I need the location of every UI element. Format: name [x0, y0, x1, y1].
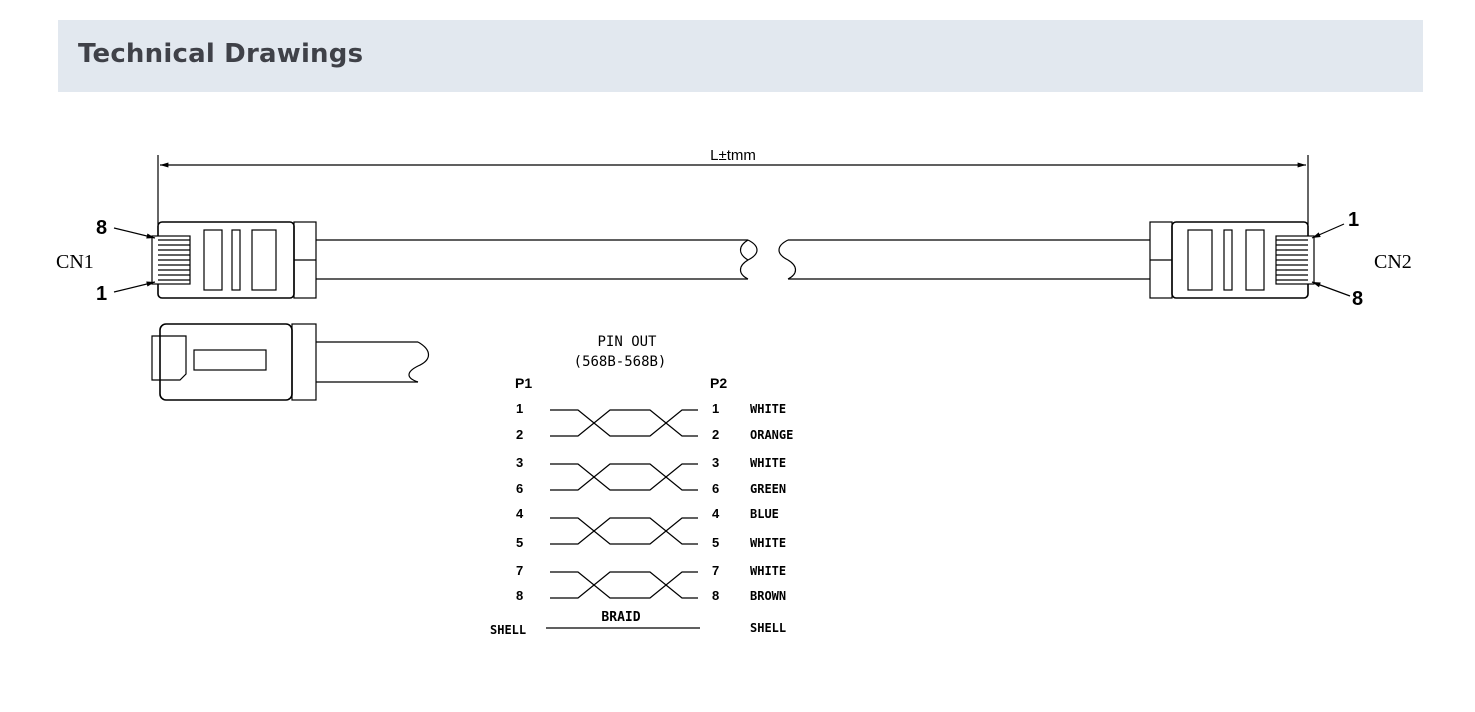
cn2-label: CN2 [1374, 251, 1412, 273]
braid-label: BRAID [601, 610, 640, 625]
p2-pin: 7 [712, 563, 719, 578]
p2-pin: 4 [712, 506, 720, 521]
pinout-row: 3 3 WHITE [516, 455, 786, 470]
p2-label: P2 [710, 375, 727, 391]
p1-pin: 4 [516, 506, 524, 521]
cn1-label: CN1 [56, 251, 94, 273]
p1-label: P1 [515, 375, 532, 391]
pinout-title: PIN OUT [597, 334, 657, 350]
wire-pair-4 [550, 571, 698, 599]
wire-color: BROWN [750, 589, 786, 603]
connector-cn1: 8 1 CN1 [56, 217, 758, 305]
wire-pair-3 [550, 517, 698, 545]
wire-color: ORANGE [750, 428, 793, 442]
p1-pin: 8 [516, 588, 523, 603]
pinout-subtitle: (568B-568B) [574, 354, 667, 370]
wire-color: BLUE [750, 507, 779, 521]
pinout-row: 8 8 BROWN [516, 588, 786, 603]
connector-cn2: 1 8 CN2 [778, 209, 1412, 310]
p1-pin: 1 [516, 401, 523, 416]
p1-pin: 6 [516, 481, 523, 496]
wire-pair-1 [550, 409, 698, 437]
pinout-diagram: PIN OUT (568B-568B) P1 P2 1 1 WHITE [490, 334, 793, 637]
cn2-contacts [1275, 235, 1315, 285]
cn2-pin-top-label: 1 [1348, 209, 1359, 231]
pinout-row: 1 1 WHITE [516, 401, 786, 416]
p2-pin: 2 [712, 427, 719, 442]
length-dimension: L±tmm [157, 147, 1309, 225]
pinout-row: 7 7 WHITE [516, 563, 786, 578]
wire-color: WHITE [750, 456, 786, 470]
length-label: L±tmm [710, 147, 756, 164]
wire-color: WHITE [750, 564, 786, 578]
pinout-row: 4 4 BLUE [516, 506, 779, 521]
wire-color: GREEN [750, 482, 786, 496]
page-title: Technical Drawings [78, 39, 364, 69]
pinout-row: 5 5 WHITE [516, 535, 786, 550]
cn1-pin-bottom-label: 1 [96, 283, 107, 305]
p2-pin: 3 [712, 455, 719, 470]
pinout-row: 2 2 ORANGE [516, 427, 793, 442]
p1-pin: 3 [516, 455, 523, 470]
p1-pin: 7 [516, 563, 523, 578]
wire-color: WHITE [750, 402, 786, 416]
p2-pin: 6 [712, 481, 719, 496]
wire-color: WHITE [750, 536, 786, 550]
p2-pin: 5 [712, 535, 719, 550]
cn1-pin-top-label: 8 [96, 217, 107, 239]
p1-pin: 2 [516, 427, 523, 442]
p1-pin: 5 [516, 535, 523, 550]
p2-pin: 8 [712, 588, 719, 603]
p2-pin: 1 [712, 401, 719, 416]
cn2-pin-bottom-label: 8 [1352, 288, 1363, 310]
pinout-row: 6 6 GREEN [516, 481, 786, 496]
cn1-contacts [151, 235, 191, 285]
wire-pair-2 [550, 463, 698, 491]
shell-right-label: SHELL [750, 621, 786, 635]
plug-side-view [151, 323, 430, 401]
shell-left-label: SHELL [490, 623, 526, 637]
header-bar: Technical Drawings [58, 20, 1423, 92]
